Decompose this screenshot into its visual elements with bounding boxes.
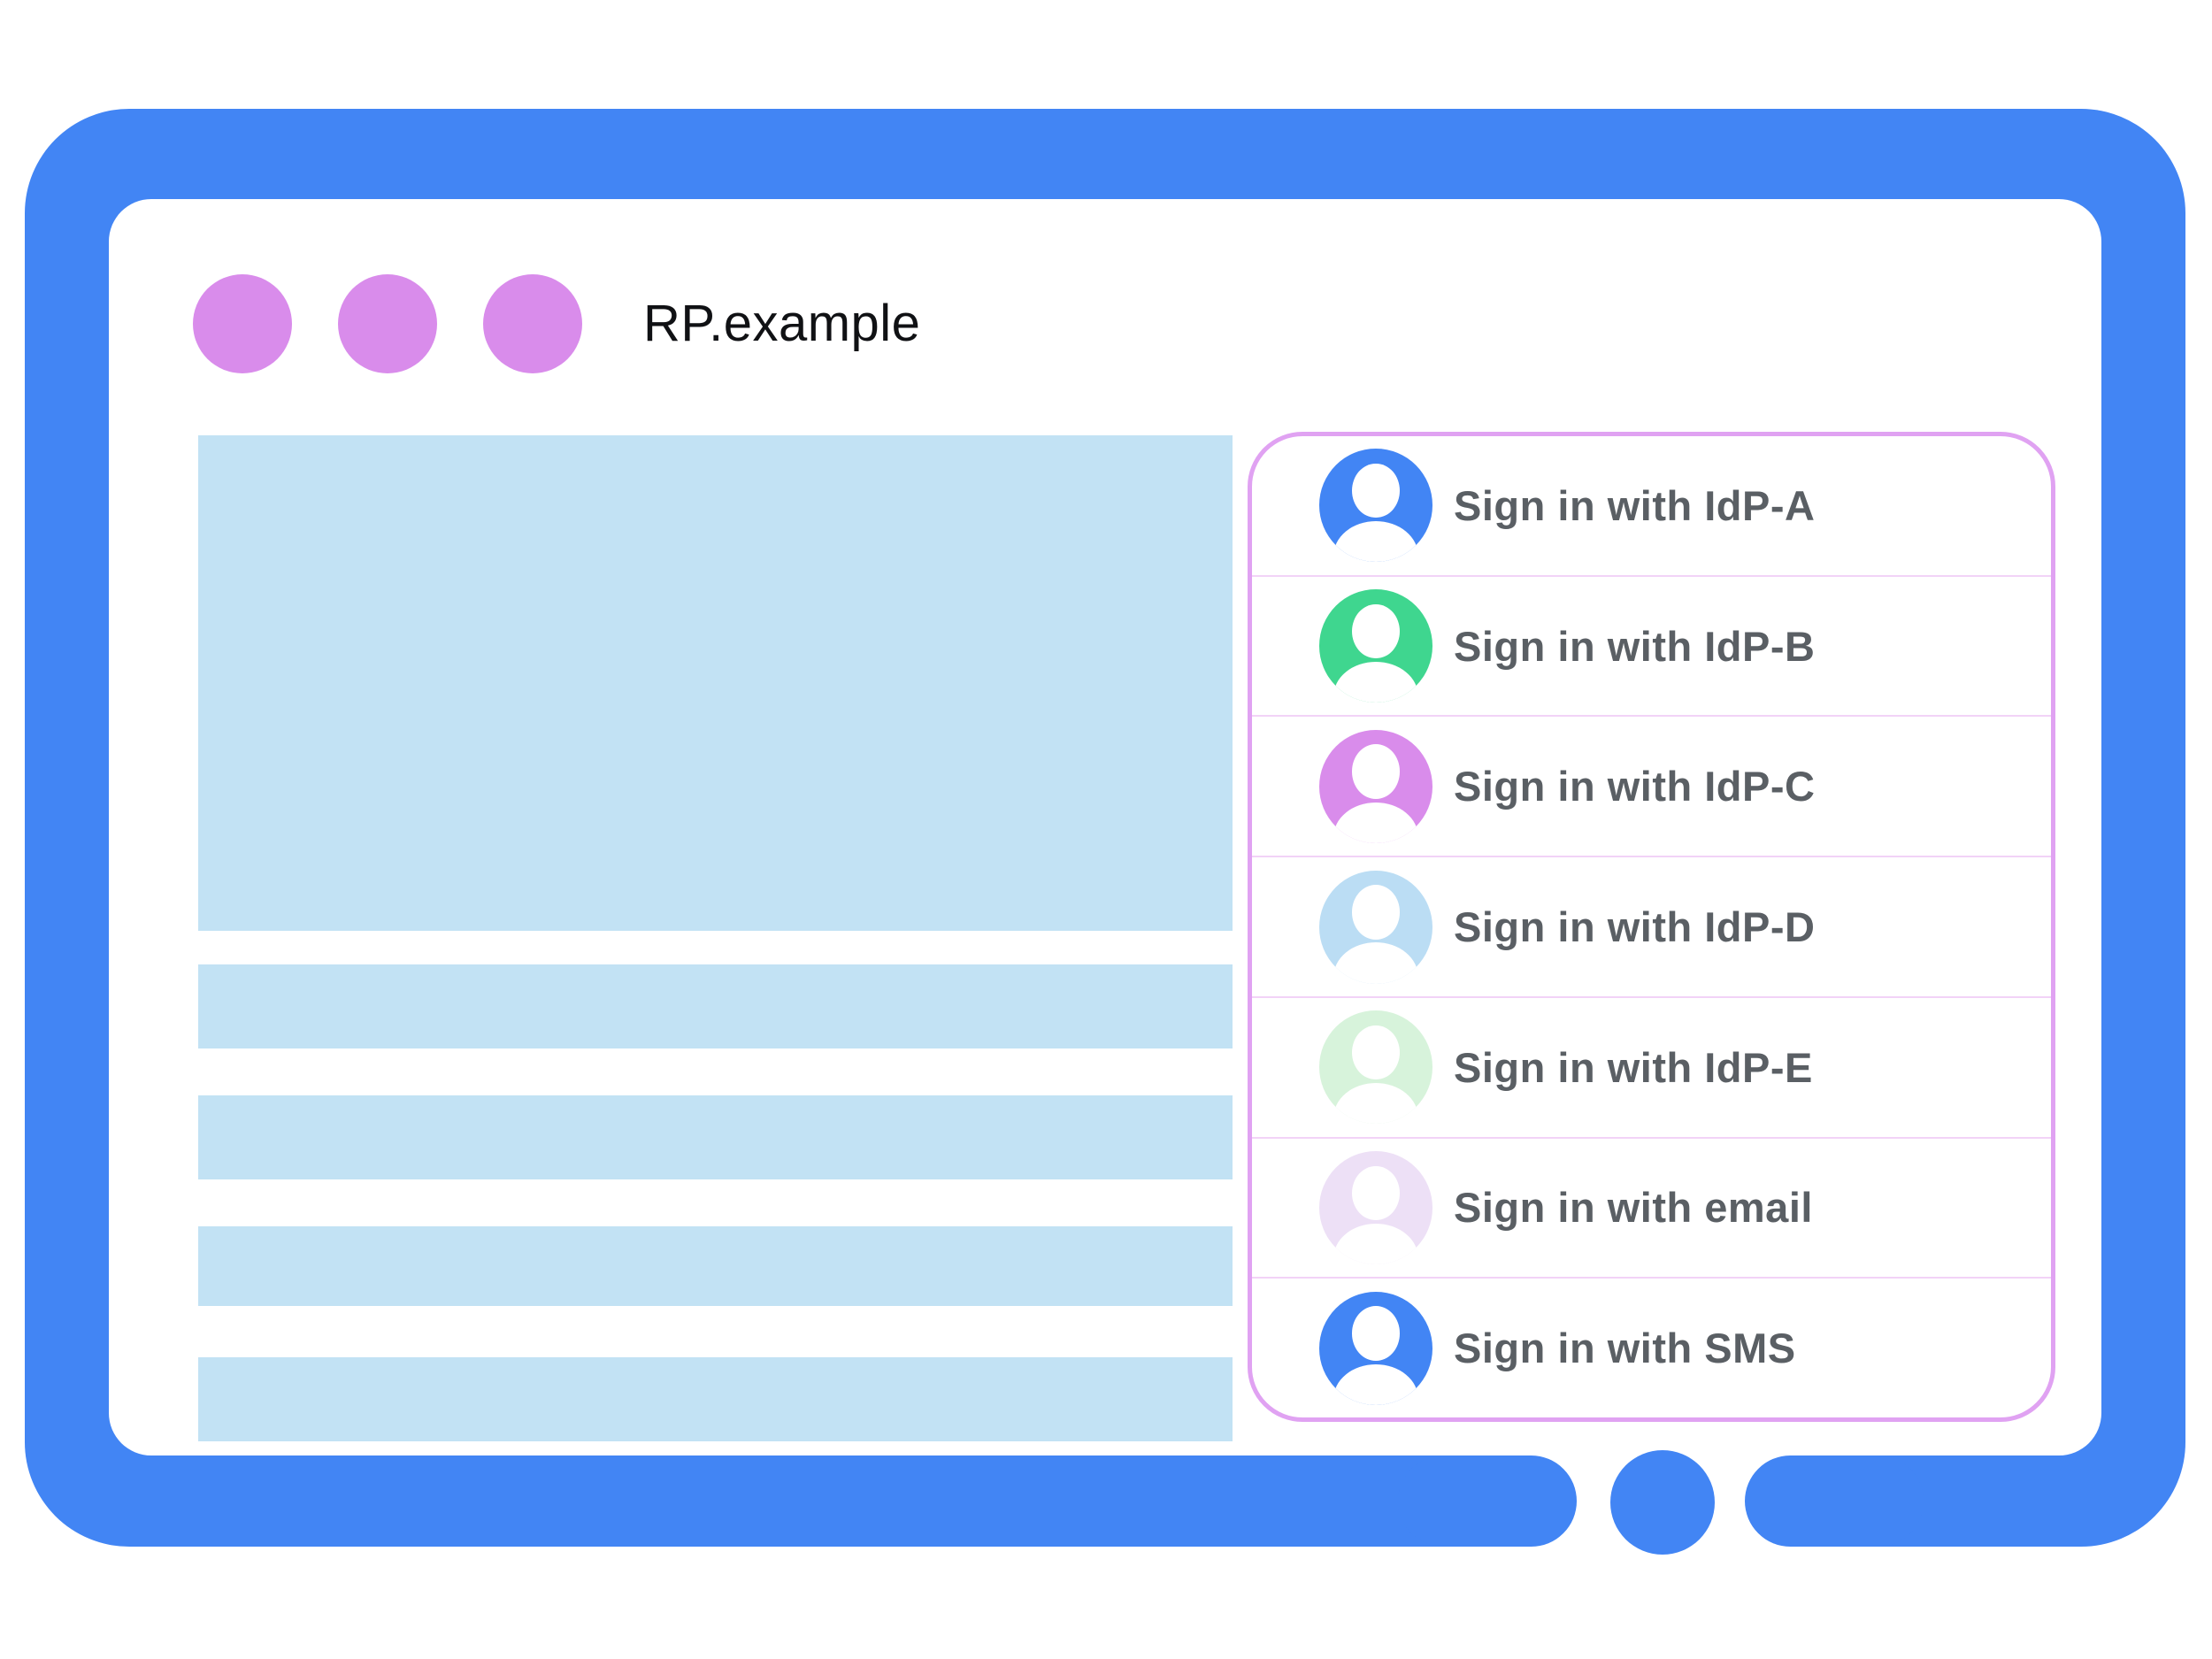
avatar-torso bbox=[1333, 521, 1418, 563]
content-placeholder-bar bbox=[198, 964, 1233, 1048]
avatar-head bbox=[1352, 1165, 1400, 1221]
signin-option-label: Sign in with SMS bbox=[1454, 1325, 1796, 1372]
avatar-torso bbox=[1333, 1363, 1418, 1405]
avatar-head bbox=[1352, 463, 1400, 518]
page-title: RP.example bbox=[643, 295, 921, 352]
window-control-dot[interactable] bbox=[193, 274, 292, 373]
signin-option-sms[interactable]: Sign in with SMS bbox=[1252, 1277, 2051, 1417]
bezel-segment-cap bbox=[1398, 1455, 1577, 1547]
person-icon bbox=[1319, 449, 1432, 563]
avatar-head bbox=[1352, 603, 1400, 659]
signin-option-label: Sign in with IdP-E bbox=[1454, 1043, 1813, 1091]
avatar-torso bbox=[1333, 942, 1418, 984]
signin-option-idp-d[interactable]: Sign in with IdP-D bbox=[1252, 856, 2051, 996]
avatar-head bbox=[1352, 744, 1400, 799]
content-placeholder-bar bbox=[198, 1226, 1233, 1306]
person-icon bbox=[1319, 870, 1432, 984]
avatar-torso bbox=[1333, 802, 1418, 843]
signin-option-idp-c[interactable]: Sign in with IdP-C bbox=[1252, 715, 2051, 856]
signin-option-idp-b[interactable]: Sign in with IdP-B bbox=[1252, 574, 2051, 716]
signin-option-label: Sign in with IdP-C bbox=[1454, 763, 1816, 810]
avatar-torso bbox=[1333, 1083, 1418, 1125]
signin-option-label: Sign in with email bbox=[1454, 1184, 1813, 1232]
content-placeholder-bar bbox=[198, 1095, 1233, 1179]
avatar-head bbox=[1352, 885, 1400, 940]
avatar-torso bbox=[1333, 1223, 1418, 1264]
content-placeholder-bar bbox=[198, 1357, 1233, 1441]
person-icon bbox=[1319, 1291, 1432, 1405]
signin-option-label: Sign in with IdP-B bbox=[1454, 622, 1816, 670]
content-placeholder-hero bbox=[198, 435, 1233, 931]
signin-option-label: Sign in with IdP-A bbox=[1454, 481, 1816, 529]
person-icon bbox=[1319, 729, 1432, 843]
person-icon bbox=[1319, 1010, 1432, 1125]
signin-chooser-panel: Sign in with IdP-A Sign in with IdP-B Si… bbox=[1248, 432, 2055, 1422]
signin-option-idp-e[interactable]: Sign in with IdP-E bbox=[1252, 995, 2051, 1137]
avatar-head bbox=[1352, 1025, 1400, 1080]
avatar-head bbox=[1352, 1306, 1400, 1361]
signin-option-email[interactable]: Sign in with email bbox=[1252, 1136, 2051, 1278]
signin-option-idp-a[interactable]: Sign in with IdP-A bbox=[1252, 436, 2051, 575]
person-icon bbox=[1319, 589, 1432, 703]
window-control-dot[interactable] bbox=[483, 274, 582, 373]
home-button[interactable] bbox=[1610, 1450, 1715, 1555]
person-icon bbox=[1319, 1150, 1432, 1264]
bezel-segment-cap bbox=[1745, 1455, 1924, 1547]
avatar-torso bbox=[1333, 661, 1418, 703]
window-control-dot[interactable] bbox=[338, 274, 437, 373]
signin-option-label: Sign in with IdP-D bbox=[1454, 903, 1816, 951]
